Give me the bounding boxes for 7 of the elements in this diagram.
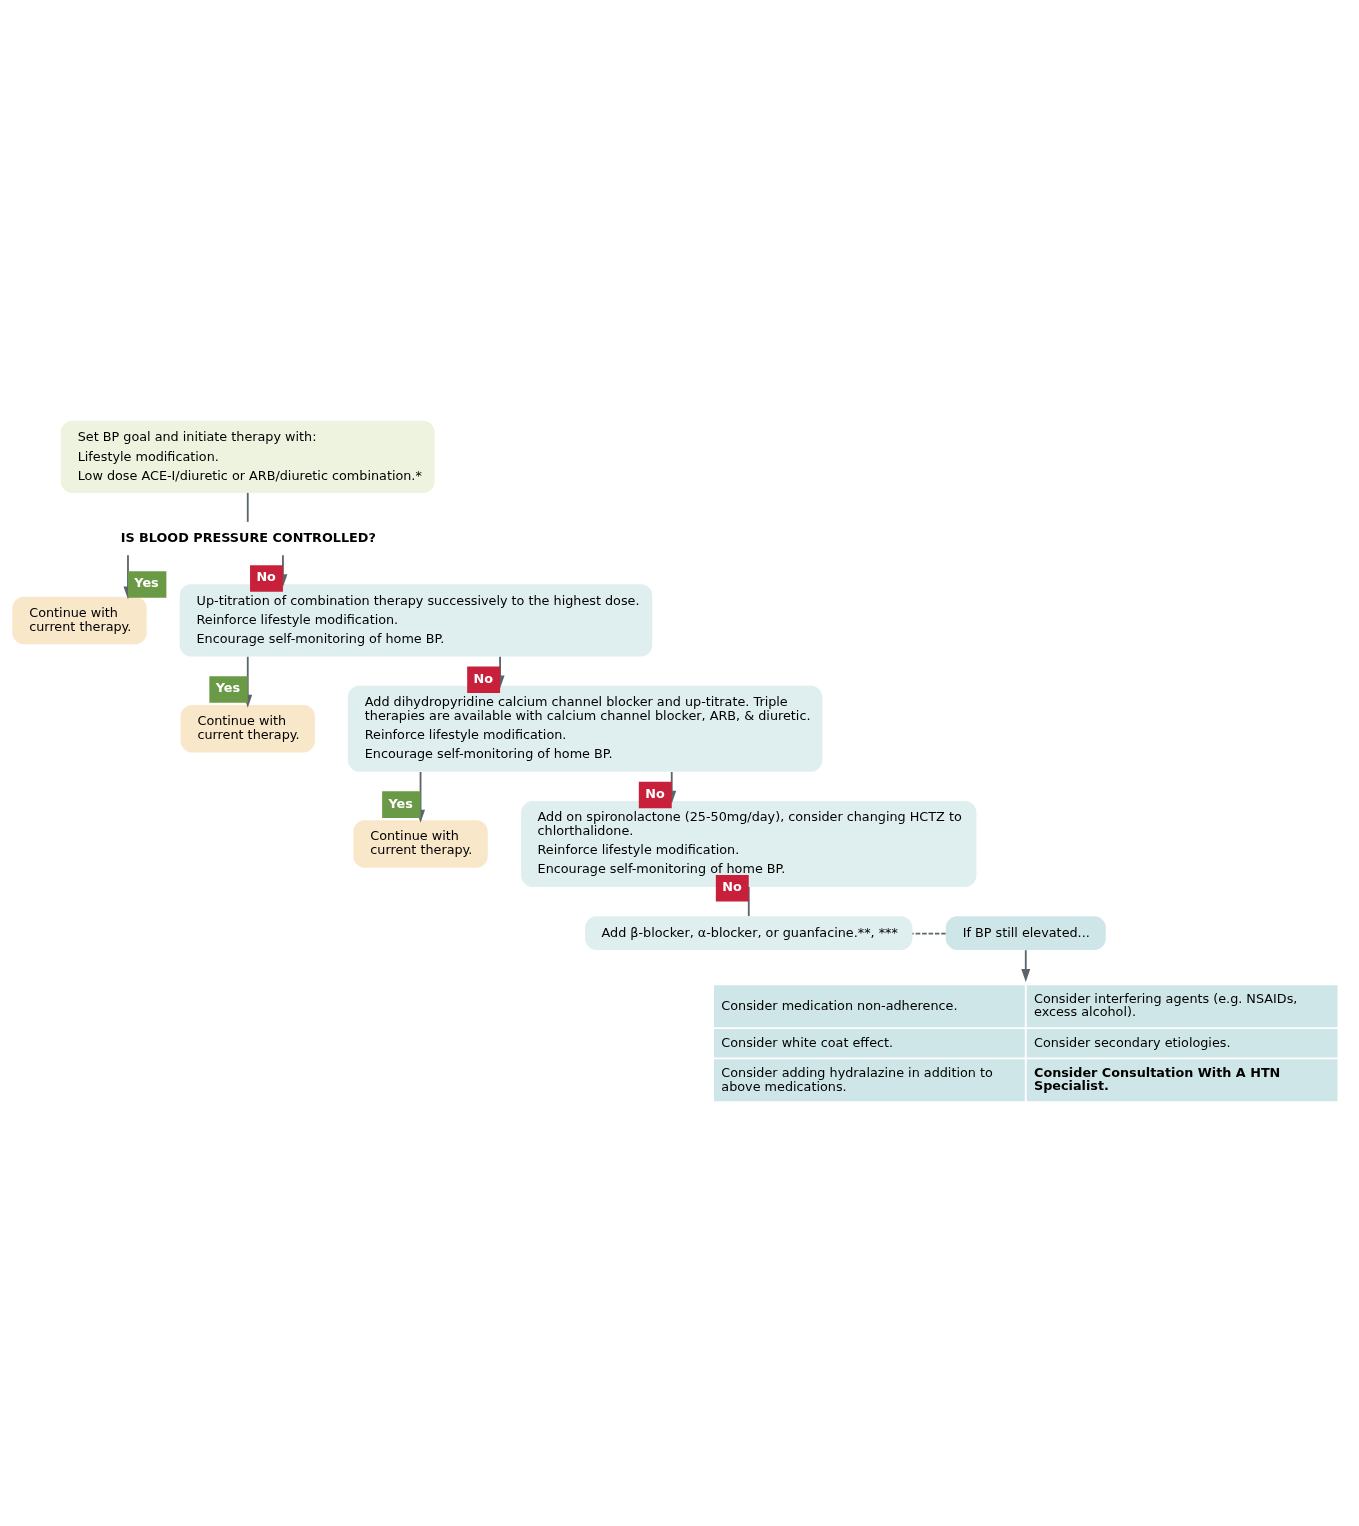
node-text: IS BLOOD PRESSURE CONTROLLED? [120,529,376,545]
edge-label: No [473,670,494,686]
edge-label: No [256,568,276,584]
edge-label: Yes [215,679,241,695]
edge-label: Yes [134,574,159,590]
edge-label: No [645,785,665,801]
edge-label: Yes [388,795,413,811]
